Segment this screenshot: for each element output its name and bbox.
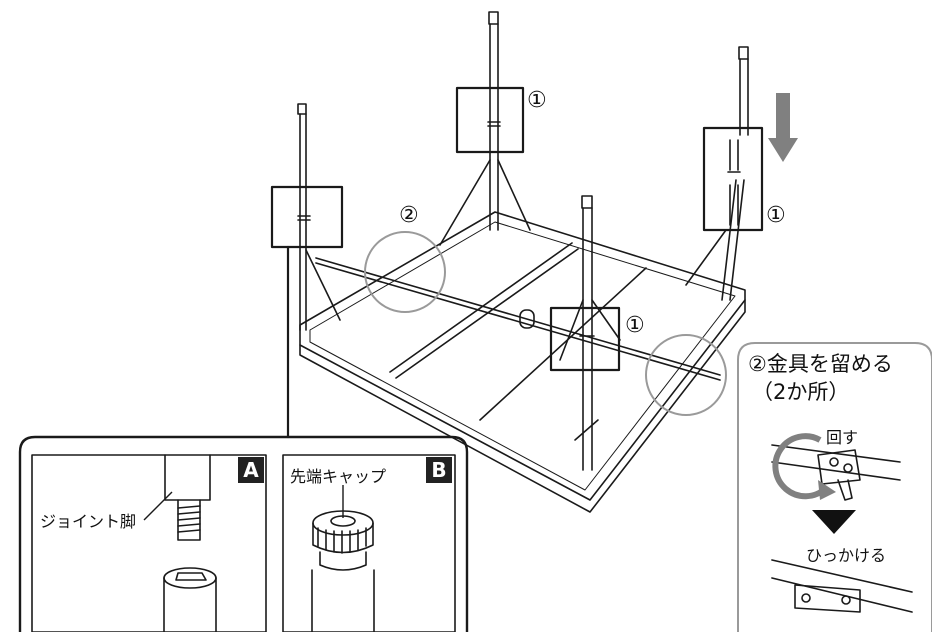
- hook-label: ひっかける: [806, 546, 887, 565]
- leg-right: [685, 46, 749, 301]
- callout-box-right: [702, 126, 764, 232]
- detail-b-letter: B: [426, 457, 452, 483]
- table-frame: [299, 211, 746, 513]
- bracket-panel: [737, 342, 932, 633]
- tip-cap-drawing: [311, 510, 375, 633]
- detail-panel: [18, 435, 469, 634]
- bracket-panel-subtitle: （2か所）: [752, 380, 850, 404]
- callout-box-center: [549, 306, 621, 372]
- down-triangle-icon: [812, 510, 856, 534]
- rotate-label: 回す: [826, 428, 859, 447]
- detail-a-letter: A: [238, 457, 264, 483]
- tip-cap-label: 先端キャップ: [290, 467, 387, 486]
- callout-box-top: [455, 86, 525, 154]
- bracket-panel-title: ②金具を留める: [748, 352, 893, 376]
- down-arrow-icon: [768, 93, 798, 162]
- joint-leg-drawing: [163, 454, 217, 633]
- leg-back-left: [297, 103, 341, 331]
- step-2-label-left: ②: [399, 203, 419, 228]
- rotate-arrow-icon: [772, 433, 829, 500]
- detail-a-frame: [31, 454, 267, 633]
- leg-back-top: [439, 11, 531, 246]
- step-1-label-right: ①: [766, 203, 786, 228]
- bracket-hook-drawing: [771, 559, 913, 613]
- step-1-label-center: ①: [625, 313, 645, 338]
- leg-front-center: [559, 195, 621, 471]
- bracket-circle-right: [645, 334, 727, 416]
- bracket-rotate-drawing: [771, 444, 901, 501]
- table-braces: [315, 242, 721, 441]
- rotate-arrowhead-icon: [818, 480, 836, 500]
- bracket-circle-left: [364, 231, 446, 313]
- joint-leg-label: ジョイント脚: [40, 512, 137, 531]
- step-1-label-top: ①: [527, 88, 547, 113]
- callout-box-left: [270, 185, 344, 249]
